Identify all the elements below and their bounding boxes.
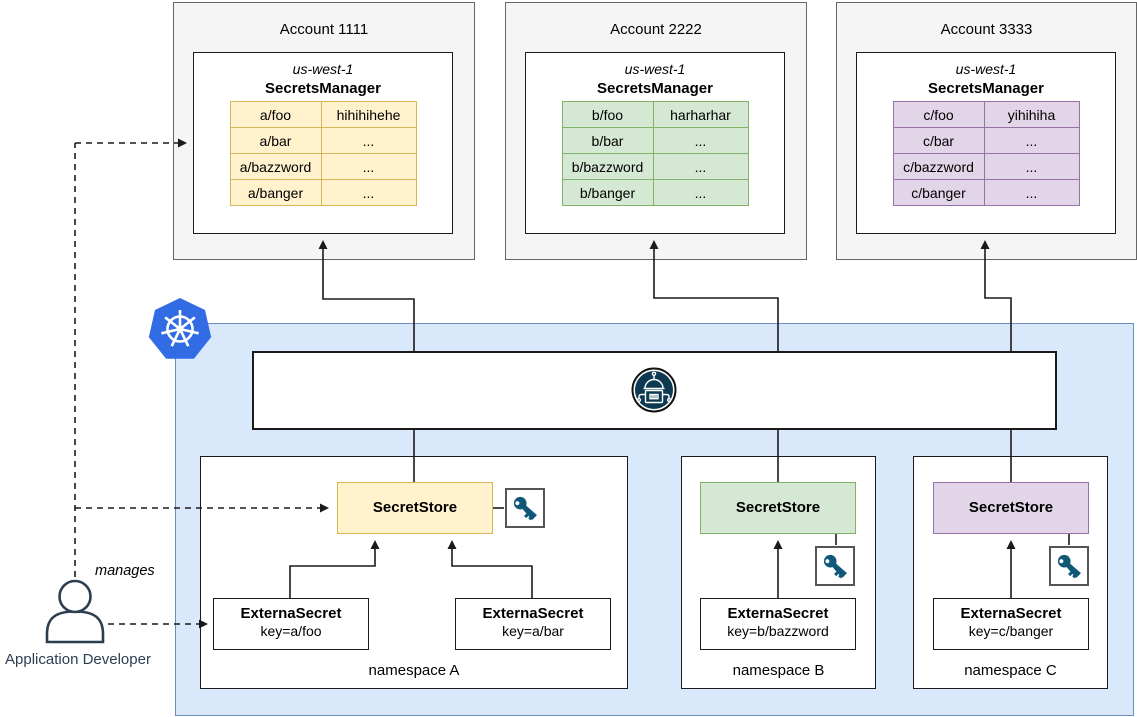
secret-key-cell: b/bar xyxy=(561,127,654,154)
table-row: a/banger ... xyxy=(229,179,417,206)
secret-value-cell: ... xyxy=(983,179,1080,206)
key-icon xyxy=(513,496,537,521)
region-label: us-west-1 xyxy=(292,61,354,77)
account-title: Account 1111 xyxy=(279,21,369,38)
secret-key-cell: b/foo xyxy=(561,101,654,128)
secret-value-cell: ... xyxy=(320,179,417,206)
external-secret-c-banger: ExternaSecret key=c/banger xyxy=(933,598,1089,650)
external-secret-key: key=c/banger xyxy=(968,623,1054,639)
account-title: Account 2222 xyxy=(610,21,702,38)
secret-store-label: SecretStore xyxy=(372,499,458,516)
service-label: SecretsManager xyxy=(928,80,1044,97)
secret-value-cell: ... xyxy=(983,153,1080,180)
secret-value-cell: ... xyxy=(652,179,749,206)
secret-key-cell: a/banger xyxy=(229,179,322,206)
external-secret-name: ExternaSecret xyxy=(960,605,1062,622)
table-row: b/banger ... xyxy=(561,179,749,206)
secret-value-cell: ... xyxy=(652,153,749,180)
secret-value-cell: hihihihehe xyxy=(320,101,417,128)
namespace-label: namespace B xyxy=(732,662,825,679)
secret-value-cell: ... xyxy=(320,127,417,154)
external-secret-key: key=a/foo xyxy=(260,623,322,639)
secret-value-cell: ... xyxy=(320,153,417,180)
external-secret-b-bazzword: ExternaSecret key=b/bazzword xyxy=(700,598,856,650)
external-secret-name: ExternaSecret xyxy=(240,605,342,622)
region-box: us-west-1 SecretsManager b/foo harharhar… xyxy=(525,52,785,234)
secrets-table: c/foo yihihiha c/bar ... c/bazzword ... … xyxy=(892,101,1080,206)
secret-key-cell: c/bazzword xyxy=(892,153,985,180)
external-secret-a-foo: ExternaSecret key=a/foo xyxy=(213,598,369,650)
secret-store-c: SecretStore xyxy=(933,482,1089,534)
secrets-table: b/foo harharhar b/bar ... b/bazzword ...… xyxy=(561,101,749,206)
secret-value-cell: harharhar xyxy=(652,101,749,128)
namespace-label: namespace C xyxy=(964,662,1057,679)
secret-key-cell: c/foo xyxy=(892,101,985,128)
key-icon-box-b xyxy=(815,546,855,586)
key-icon-box-a xyxy=(505,488,545,528)
key-icon-box-c xyxy=(1049,546,1089,586)
external-secret-key: key=a/bar xyxy=(502,623,564,639)
account-box-3333: Account 3333 us-west-1 SecretsManager c/… xyxy=(836,2,1137,260)
table-row: a/bar ... xyxy=(229,127,417,154)
table-row: a/foo hihihihehe xyxy=(229,101,417,128)
secret-key-cell: a/bar xyxy=(229,127,322,154)
region-box: us-west-1 SecretsManager c/foo yihihiha … xyxy=(856,52,1116,234)
account-box-1111: Account 1111 us-west-1 SecretsManager a/… xyxy=(173,2,475,260)
secret-store-label: SecretStore xyxy=(735,499,821,516)
table-row: c/bar ... xyxy=(892,127,1080,154)
account-title: Account 3333 xyxy=(940,21,1033,38)
external-secret-key: key=b/bazzword xyxy=(727,623,829,639)
external-secret-name: ExternaSecret xyxy=(727,605,829,622)
key-icon xyxy=(823,554,847,579)
table-row: b/bazzword ... xyxy=(561,153,749,180)
secret-key-cell: c/banger xyxy=(892,179,985,206)
secret-store-label: SecretStore xyxy=(968,499,1054,516)
external-secrets-operator-logo-icon xyxy=(631,367,677,413)
kubernetes-logo-icon xyxy=(148,298,212,359)
region-box: us-west-1 SecretsManager a/foo hihihiheh… xyxy=(193,52,453,234)
secret-store-a: SecretStore xyxy=(337,482,493,534)
region-label: us-west-1 xyxy=(624,61,686,77)
key-icon xyxy=(1057,554,1081,579)
secret-key-cell: a/bazzword xyxy=(229,153,322,180)
table-row: b/foo harharhar xyxy=(561,101,749,128)
external-secret-name: ExternaSecret xyxy=(482,605,584,622)
table-row: c/foo yihihiha xyxy=(892,101,1080,128)
manages-label: manages xyxy=(95,563,155,579)
table-row: a/bazzword ... xyxy=(229,153,417,180)
external-secret-a-bar: ExternaSecret key=a/bar xyxy=(455,598,611,650)
secret-key-cell: a/foo xyxy=(229,101,322,128)
secret-value-cell: yihihiha xyxy=(983,101,1080,128)
secret-value-cell: ... xyxy=(652,127,749,154)
service-label: SecretsManager xyxy=(597,80,713,97)
person-icon xyxy=(45,579,105,644)
table-row: c/bazzword ... xyxy=(892,153,1080,180)
region-label: us-west-1 xyxy=(955,61,1017,77)
secrets-table: a/foo hihihihehe a/bar ... a/bazzword ..… xyxy=(229,101,417,206)
table-row: b/bar ... xyxy=(561,127,749,154)
secret-key-cell: c/bar xyxy=(892,127,985,154)
namespace-label: namespace A xyxy=(368,662,460,679)
secret-store-b: SecretStore xyxy=(700,482,856,534)
service-label: SecretsManager xyxy=(265,80,381,97)
secret-key-cell: b/bazzword xyxy=(561,153,654,180)
account-box-2222: Account 2222 us-west-1 SecretsManager b/… xyxy=(505,2,807,260)
secret-key-cell: b/banger xyxy=(561,179,654,206)
table-row: c/banger ... xyxy=(892,179,1080,206)
actor-label: Application Developer xyxy=(5,651,151,668)
secret-value-cell: ... xyxy=(983,127,1080,154)
